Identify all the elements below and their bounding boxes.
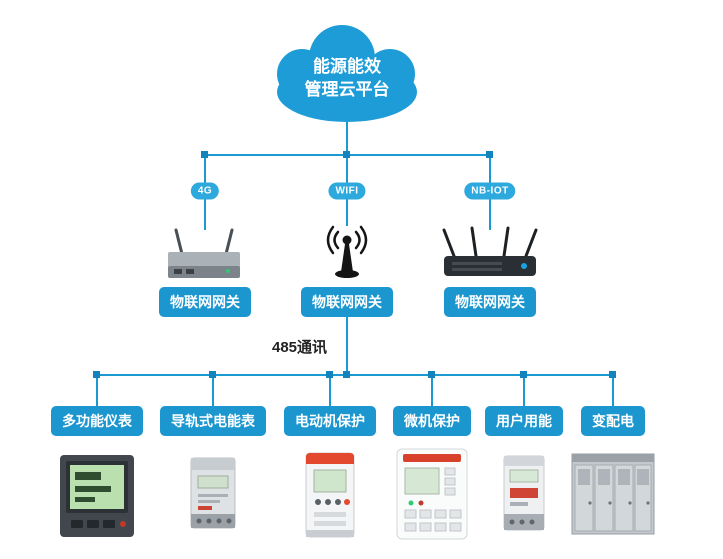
device-label-din-rail-meter: 导轨式电能表 (160, 406, 266, 436)
network-badge-4g: 4G (190, 182, 220, 200)
gateway-label-nbiot: 物联网网关 (444, 287, 536, 317)
cloud-icon (277, 25, 417, 122)
multifunction-meter-image (60, 455, 134, 537)
junction-node (93, 371, 100, 378)
junction-node (343, 151, 350, 158)
rs485-bus-label: 485通讯 (272, 339, 328, 356)
junction-node (209, 371, 216, 378)
device-label-user-energy: 用户用能 (485, 406, 563, 436)
rs485-bus-line (96, 374, 614, 376)
gateway-label-wifi: 物联网网关 (301, 287, 393, 317)
cloud-label: 能源能效 管理云平台 (257, 56, 437, 102)
switchgear-cabinet-image (571, 453, 655, 535)
router-nbiot-icon (442, 226, 538, 276)
din-rail-meter-image (190, 457, 236, 529)
motor-protection-image (305, 452, 355, 538)
wifi-antenna-icon (326, 225, 368, 278)
device-label-switchgear: 变配电 (581, 406, 645, 436)
device-drop-line (329, 374, 331, 408)
microcomputer-protection-image (396, 448, 468, 540)
cloud-label-line2: 管理云平台 (304, 79, 390, 99)
cloud-drop-line (346, 118, 348, 156)
junction-node (326, 371, 333, 378)
junction-node (520, 371, 527, 378)
router-4g-icon (168, 228, 240, 278)
gateway-label-4g: 物联网网关 (159, 287, 251, 317)
cloud-label-line1: 能源能效 (313, 57, 381, 76)
junction-node (486, 151, 493, 158)
device-label-multifunction-meter: 多功能仪表 (51, 406, 143, 436)
network-badge-wifi: WIFI (328, 182, 366, 200)
user-energy-meter-image (503, 455, 545, 531)
gateway-to-bus-line (346, 314, 348, 375)
device-label-microcomputer-protection: 微机保护 (393, 406, 471, 436)
junction-node (609, 371, 616, 378)
device-drop-line (96, 374, 98, 408)
device-label-motor-protection: 电动机保护 (284, 406, 376, 436)
junction-node (201, 151, 208, 158)
device-drop-line (612, 374, 614, 408)
junction-node (428, 371, 435, 378)
device-drop-line (431, 374, 433, 408)
device-drop-line (523, 374, 525, 408)
cloud-platform: 能源能效 管理云平台 (257, 22, 437, 124)
junction-node (343, 371, 350, 378)
device-drop-line (212, 374, 214, 408)
network-badge-nbiot: NB-IOT (464, 182, 516, 200)
